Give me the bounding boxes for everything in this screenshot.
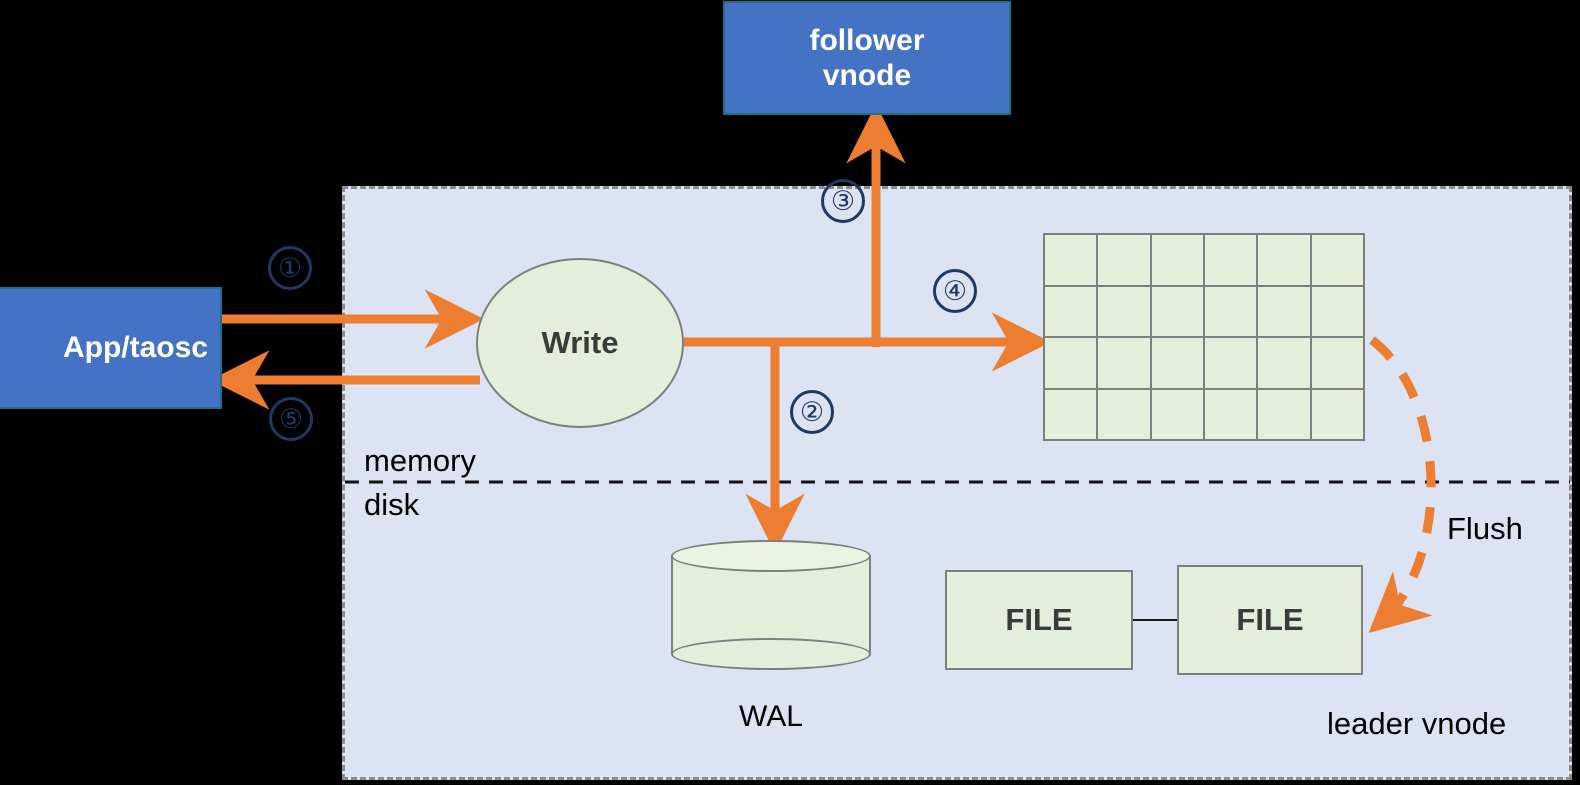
memtable-cell (1204, 389, 1257, 439)
step-badge-3: ③ (821, 179, 865, 223)
cylinder-top-ellipse (671, 540, 871, 572)
node-file-a[interactable]: FILE (945, 570, 1133, 670)
memtable-cell (1151, 286, 1203, 336)
memtable-cell (1045, 338, 1097, 388)
memtable-cell (1311, 389, 1363, 439)
disk-label: disk (364, 487, 420, 522)
follower-vnode-label: follower vnode (809, 23, 925, 92)
step-badge-4: ④ (933, 269, 977, 313)
wal-label: WAL (739, 700, 803, 733)
memtable-cell (1098, 389, 1150, 439)
file-connector-line (1133, 619, 1177, 621)
flush-label: Flush (1447, 511, 1523, 546)
file-b-label: FILE (1236, 602, 1304, 637)
app-taosc-label: App/taosc (62, 331, 208, 365)
step-badge-2: ② (790, 390, 834, 434)
memtable-cell (1098, 338, 1150, 388)
memtable-cell (1098, 235, 1150, 285)
memtable-cell (1258, 235, 1310, 285)
memtable-cell (1045, 286, 1097, 336)
memtable-cell (1204, 235, 1257, 285)
node-follower-vnode[interactable]: follower vnode (723, 1, 1011, 115)
memtable-cell (1151, 338, 1203, 388)
memtable-cell (1258, 286, 1310, 336)
step-badge-5: ⑤ (269, 397, 313, 441)
node-file-b[interactable]: FILE (1177, 565, 1363, 675)
memtable-cell (1098, 286, 1150, 336)
node-write[interactable]: Write (476, 258, 684, 428)
memtable-cell (1204, 338, 1257, 388)
node-memtable-grid[interactable] (1043, 233, 1365, 441)
memtable-cell (1311, 286, 1363, 336)
step-badge-1: ① (268, 246, 312, 290)
memtable-cell (1045, 389, 1097, 439)
memtable-cell (1311, 235, 1363, 285)
memtable-cell (1045, 235, 1097, 285)
node-wal-cylinder[interactable] (671, 540, 871, 670)
memory-label: memory (364, 443, 476, 478)
memtable-cell (1151, 389, 1203, 439)
cylinder-bottom-ellipse (671, 638, 871, 670)
memtable-cell (1258, 389, 1310, 439)
file-a-label: FILE (1005, 602, 1073, 637)
memtable-cell (1151, 235, 1203, 285)
memtable-cell (1311, 338, 1363, 388)
memtable-cell (1204, 286, 1257, 336)
node-app-taosc[interactable]: App/taosc (0, 287, 222, 409)
write-label: Write (541, 325, 619, 360)
memtable-cell (1258, 338, 1310, 388)
leader-vnode-label: leader vnode (1327, 706, 1507, 741)
